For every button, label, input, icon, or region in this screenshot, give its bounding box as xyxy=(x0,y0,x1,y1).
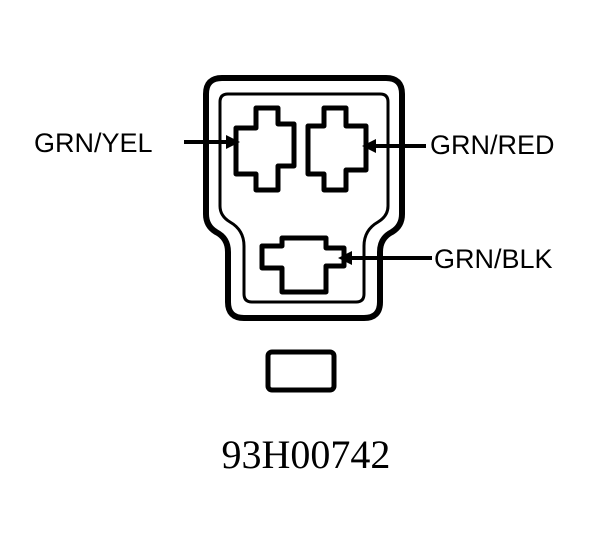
wire-label-grn-red: GRN/RED xyxy=(430,130,555,160)
connector-housing xyxy=(203,75,405,321)
leader-arrow-grn-yel xyxy=(184,135,240,149)
locking-tab xyxy=(265,349,337,393)
leader-arrow-grn-blk xyxy=(338,251,432,265)
wire-label-grn-yel: GRN/YEL xyxy=(34,128,153,158)
terminal-cavity-top-left xyxy=(233,105,297,193)
terminal-cavity-bottom xyxy=(259,235,347,295)
terminal-cavity-top-right xyxy=(305,105,369,193)
leader-arrow-grn-red xyxy=(362,139,426,153)
figure-id: 93H00742 xyxy=(222,432,391,477)
wire-label-grn-blk: GRN/BLK xyxy=(434,244,553,274)
